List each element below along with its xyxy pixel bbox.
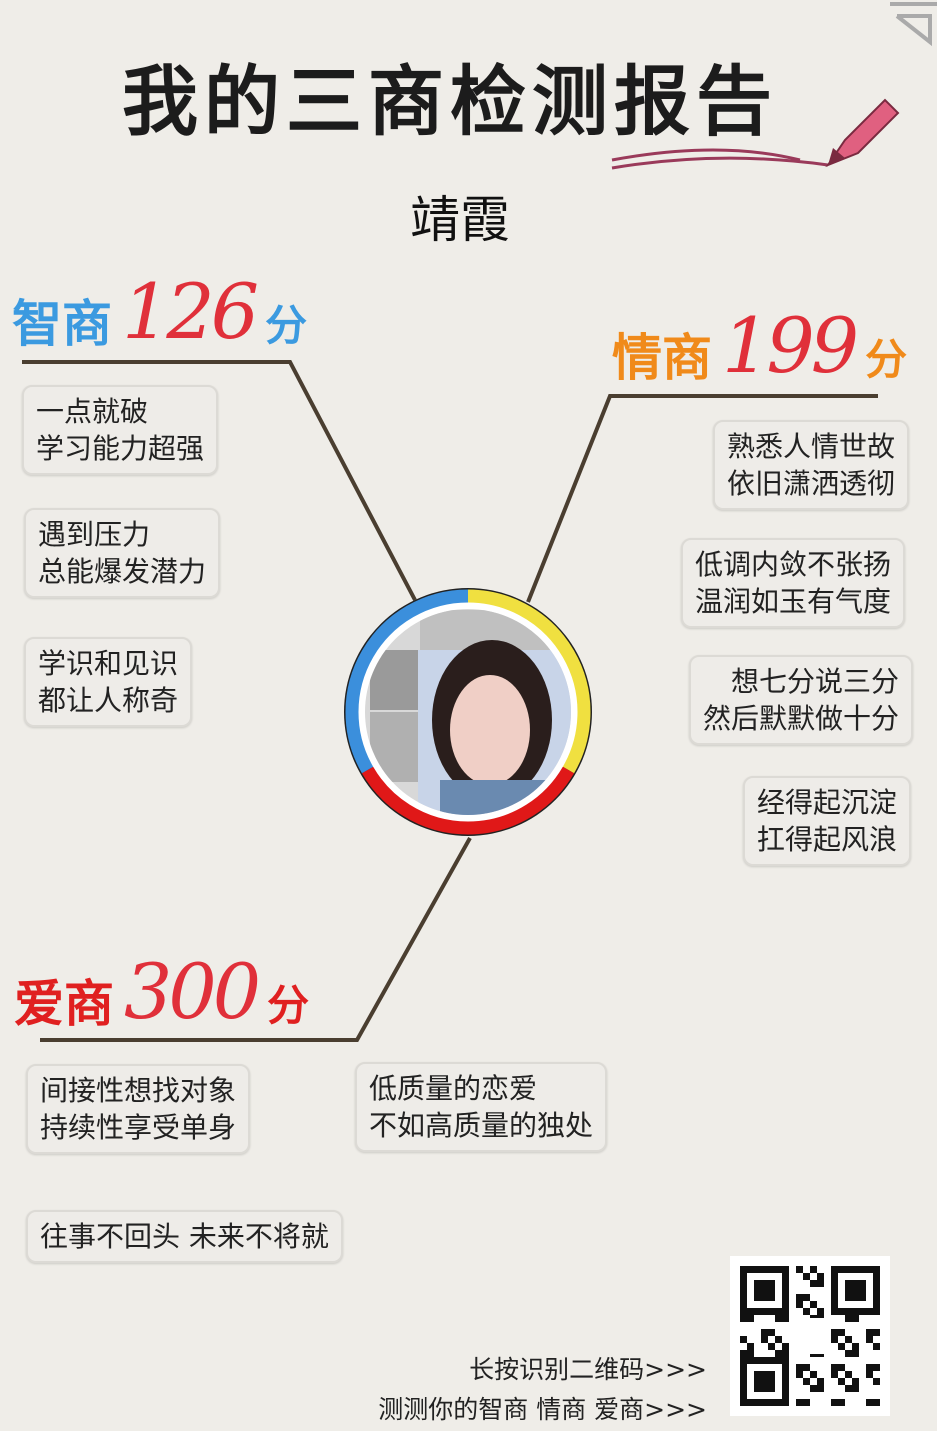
iq-connector — [22, 360, 417, 601]
footer-scan-hint: 长按识别二维码>>> — [469, 1355, 707, 1384]
eq-trait: 经得起沉淀扛得起风浪 — [742, 776, 911, 866]
ring-eq-segment — [467, 589, 591, 774]
ring-iq-segment — [345, 589, 469, 774]
lq-trait: 间接性想找对象持续性享受单身 — [26, 1064, 251, 1154]
iq-unit: 分 — [265, 301, 308, 350]
eq-connector — [526, 394, 878, 603]
iq-score: 126 — [122, 267, 259, 356]
lq-connector — [40, 837, 472, 1042]
lq-trait: 低质量的恋爱不如高质量的独处 — [355, 1062, 608, 1152]
eq-label: 情商 — [612, 329, 712, 387]
lq-unit: 分 — [267, 981, 310, 1030]
eq-score: 199 — [722, 301, 859, 390]
iq-trait: 学识和见识都让人称奇 — [24, 637, 193, 727]
ring-lq-segment — [361, 766, 575, 835]
iq-heading: 智商 126 分 — [12, 270, 307, 354]
lq-label: 爱商 — [14, 975, 114, 1033]
iq-trait: 一点就破学习能力超强 — [22, 385, 219, 475]
user-name: 靖霞 — [410, 191, 510, 249]
lq-heading: 爱商 300 分 — [14, 950, 309, 1034]
footer-test-hint: 测测你的智商 情商 爱商>>> — [378, 1395, 707, 1424]
qr-code[interactable] — [730, 1256, 890, 1416]
lq-score: 300 — [124, 947, 261, 1036]
corner-triangle-icon — [890, 2, 937, 47]
eq-trait: 想七分说三分然后默默做十分 — [688, 655, 913, 745]
lq-trait: 往事不回头 未来不将就 — [26, 1210, 343, 1263]
page-title: 我的三商检测报告 — [122, 57, 778, 146]
avatar — [365, 609, 571, 815]
eq-unit: 分 — [865, 335, 908, 384]
underline-decoration — [611, 148, 801, 162]
eq-heading: 情商 199 分 — [612, 304, 907, 388]
eq-trait: 低调内敛不张扬温润如玉有气度 — [680, 538, 905, 628]
pen-icon — [825, 98, 900, 168]
iq-label: 智商 — [12, 295, 112, 353]
eq-trait: 熟悉人情世故依旧潇洒透彻 — [712, 420, 909, 510]
iq-trait: 遇到压力总能爆发潜力 — [24, 508, 221, 598]
